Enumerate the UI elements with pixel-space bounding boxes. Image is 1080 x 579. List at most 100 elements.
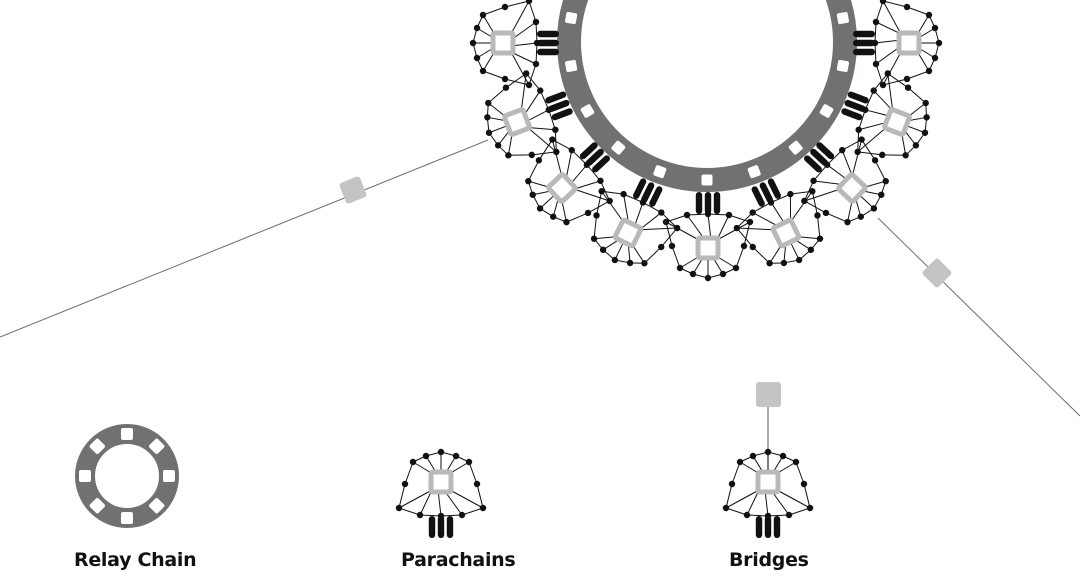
parachain-edge: [535, 42, 538, 65]
parachain-edge: [644, 246, 662, 264]
parachain-spoke: [873, 90, 894, 112]
legend-parachains-label: Parachains: [401, 549, 516, 571]
parachain-edge: [508, 154, 532, 156]
parachain-collator: [759, 182, 773, 203]
parachain-node: [668, 242, 676, 250]
parachain-node: [606, 197, 613, 205]
parachain-node: [689, 270, 697, 278]
parachain-collator: [773, 516, 781, 538]
parachain-collator: [592, 155, 610, 173]
parachain-edge: [736, 227, 754, 248]
parachain-core: [612, 217, 644, 249]
parachain-edge: [811, 191, 818, 216]
parachain-collator: [810, 148, 828, 166]
parachain-core: [695, 235, 721, 261]
bridge-block-2: [922, 258, 952, 288]
parachain-core: [428, 469, 454, 495]
parachain-edge: [566, 212, 589, 223]
parachain-node: [872, 18, 880, 26]
parachain-edge: [642, 202, 662, 213]
parachain-node: [505, 152, 512, 159]
parachain-edge: [482, 70, 506, 80]
parachain-node: [902, 152, 909, 159]
legend-relay-chain-label: Relay Chain: [74, 549, 197, 571]
parachain-node: [590, 235, 598, 242]
parachain-node: [749, 243, 756, 251]
parachain-node: [597, 177, 604, 185]
parachain-edge: [504, 0, 530, 8]
parachain-node: [452, 452, 460, 460]
parachain-node: [683, 211, 691, 219]
legend-relay-slot: [149, 498, 165, 514]
relay-chain-ring: [557, 0, 857, 192]
parachain-edge: [826, 149, 843, 166]
parachain-node: [525, 0, 533, 5]
parachain-edge: [487, 87, 507, 104]
parachain-edge: [816, 215, 821, 239]
parachain-core: [836, 172, 868, 204]
parachain-collator: [537, 39, 559, 47]
parachain-edge: [539, 90, 550, 111]
parachain-edge: [665, 221, 673, 247]
parachain-node: [549, 136, 556, 143]
parachain-node: [931, 54, 939, 62]
parachain-node: [764, 448, 772, 456]
parachain-spoke: [510, 51, 537, 65]
parachain-node: [749, 452, 757, 460]
parachain-core: [502, 107, 532, 137]
parachain-node: [598, 188, 605, 195]
parachain-node: [838, 146, 846, 154]
parachain-links: [486, 73, 557, 156]
parachain-node: [479, 67, 487, 75]
parachain-node: [529, 191, 536, 198]
relay-slot: [788, 140, 803, 155]
legend-bridges-label: Bridges: [729, 549, 809, 571]
parachain-node: [816, 235, 824, 242]
parachain-node: [884, 70, 891, 77]
parachain-edge: [538, 139, 553, 161]
parachain-node: [904, 84, 912, 91]
parachain-spoke: [887, 73, 894, 111]
legend-relay-chain-icon: [75, 424, 179, 528]
parachain-node: [921, 129, 929, 136]
parachain-edge: [728, 214, 751, 223]
parachain-edge: [398, 483, 406, 509]
parachain-node: [740, 242, 748, 250]
parachain-node: [736, 458, 744, 466]
parachain-core: [770, 217, 802, 249]
parachain-node: [662, 218, 670, 226]
parachain-core: [546, 172, 578, 204]
parachain-core: [490, 30, 516, 56]
parachain-node: [501, 75, 509, 83]
parachain-node: [822, 209, 830, 217]
parachain-node: [599, 246, 607, 253]
parachain-collator: [751, 186, 765, 207]
parachain-collator: [548, 99, 570, 112]
relay-slot: [611, 140, 626, 155]
parachain-spoke: [665, 221, 700, 241]
parachain-spoke: [573, 188, 610, 202]
parachain-node: [719, 270, 727, 278]
parachain-edge: [857, 151, 883, 156]
parachain-edge: [476, 483, 484, 509]
parachain-spoke: [527, 127, 556, 131]
parachain-node: [658, 209, 665, 216]
parachain-node: [844, 218, 851, 226]
parachain-edge: [660, 227, 678, 248]
parachain-node: [879, 0, 887, 5]
parachain-node: [550, 213, 557, 220]
parachain-spoke: [639, 227, 678, 231]
parachain-node: [792, 458, 800, 466]
parachain-spoke: [520, 73, 527, 111]
parachain-edge: [743, 221, 751, 247]
parachain-spoke: [776, 489, 811, 509]
legend-relay-slot: [89, 438, 105, 454]
parachain-edge: [841, 139, 862, 151]
parachain-collator: [767, 178, 781, 199]
parachain-core: [882, 107, 912, 137]
parachain-edge: [864, 90, 875, 111]
parachain-edge: [665, 214, 688, 223]
parachain-collator: [764, 516, 772, 538]
parachain-edge: [873, 73, 889, 91]
parachain-node: [872, 60, 880, 68]
